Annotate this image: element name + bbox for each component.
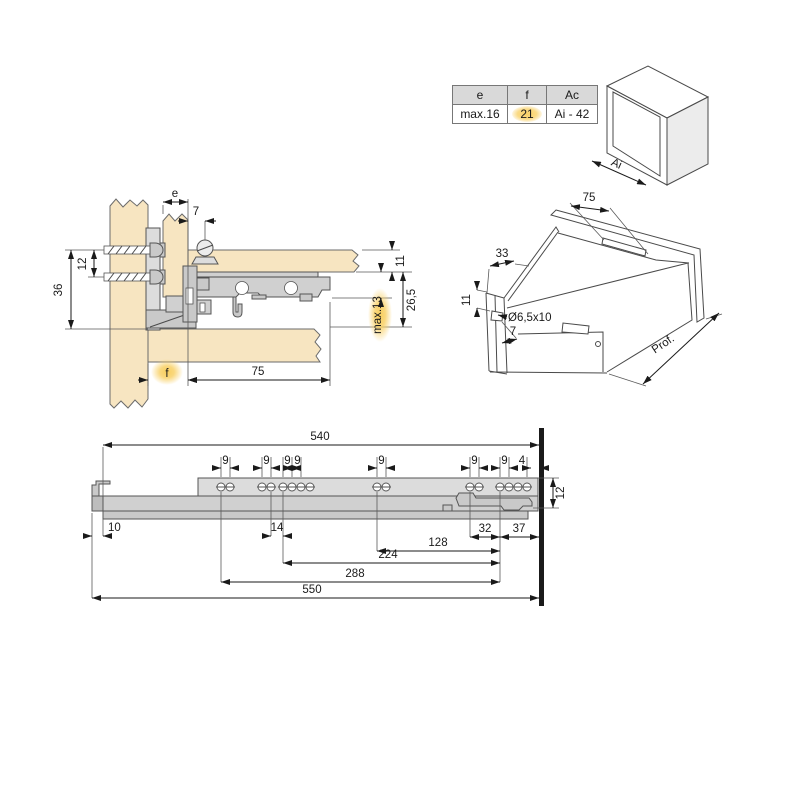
dim-32: 32 bbox=[479, 523, 492, 535]
spec-value-e: max.16 bbox=[452, 104, 508, 124]
highlight-max13 bbox=[368, 288, 392, 342]
dim-f: f bbox=[165, 368, 169, 380]
dim-37: 37 bbox=[513, 523, 526, 535]
cross-section-dimensions: e 7 12 36 11 26,5 max.13 f 75 bbox=[53, 188, 418, 383]
dim-9: 9 bbox=[294, 455, 300, 467]
highlight-21: 21 bbox=[512, 106, 542, 122]
cross-section-view: e 7 12 36 11 26,5 max.13 f 75 bbox=[53, 188, 418, 409]
dim-4: 4 bbox=[519, 455, 526, 467]
dim-11: 11 bbox=[395, 255, 407, 267]
drawer-isometric-view: 75 33 Ø6,5x10 7 11 Prof. bbox=[461, 192, 723, 387]
latch-block bbox=[196, 277, 210, 291]
back-panel-notch bbox=[601, 237, 647, 257]
cabinet-bottom-shelf bbox=[147, 328, 322, 363]
dim-7: 7 bbox=[193, 206, 199, 218]
dim-12: 12 bbox=[77, 258, 89, 271]
spec-header-e: e bbox=[452, 85, 508, 105]
spec-table: e f Ac max.16 21 Ai - 42 bbox=[452, 85, 598, 124]
spec-header-ac: Ac bbox=[546, 85, 598, 105]
dim-slot: Ø6,5x10 bbox=[508, 312, 551, 324]
cube-opening bbox=[612, 91, 661, 177]
dim-128: 128 bbox=[428, 537, 447, 549]
spec-table-header-row: e f Ac bbox=[452, 85, 598, 105]
front-hook bbox=[91, 480, 111, 497]
dim-11-drawer: 11 bbox=[461, 294, 473, 306]
slide-tab bbox=[251, 294, 267, 300]
dim-9: 9 bbox=[222, 455, 228, 467]
dim-7-drawer: 7 bbox=[510, 326, 516, 338]
mounting-holes bbox=[216, 482, 532, 492]
lower-profile bbox=[102, 510, 529, 520]
cabinet-cube-view: Ai bbox=[591, 65, 710, 186]
slide-side-view: 540 9 9 9 9 9 9 9 4 12 bbox=[83, 428, 567, 606]
drawer-back-panel bbox=[550, 209, 705, 323]
dim-540: 540 bbox=[310, 431, 329, 443]
dim-ai: Ai bbox=[609, 157, 623, 172]
cabinet-side-panel bbox=[109, 198, 149, 409]
rear-hook bbox=[232, 296, 243, 318]
spec-header-f: f bbox=[507, 85, 547, 105]
dim-max13: max.13 bbox=[372, 296, 384, 334]
roller bbox=[284, 281, 298, 295]
dim-224: 224 bbox=[378, 549, 398, 561]
bottom-rail-notch bbox=[561, 322, 590, 335]
dim-36: 36 bbox=[53, 284, 65, 297]
dim-9: 9 bbox=[501, 455, 507, 467]
dim-75-drawer: 75 bbox=[583, 192, 596, 204]
dim-26-5: 26,5 bbox=[406, 289, 418, 311]
rail-hole bbox=[595, 341, 601, 347]
dim-depth: Prof. bbox=[650, 333, 677, 357]
highlight-f bbox=[151, 359, 183, 385]
dim-75: 75 bbox=[252, 366, 265, 378]
dim-e: e bbox=[172, 188, 178, 200]
dim-14: 14 bbox=[271, 522, 284, 534]
spec-value-f: 21 bbox=[507, 104, 547, 124]
dim-288: 288 bbox=[345, 568, 364, 580]
slide-bottom-dimensions: 10 14 32 37 128 224 288 550 bbox=[83, 522, 539, 601]
drawer-rail bbox=[197, 477, 539, 497]
dim-12-slide: 12 bbox=[555, 487, 567, 500]
dim-9: 9 bbox=[378, 455, 384, 467]
front-fixing-pin bbox=[191, 239, 219, 265]
dim-9: 9 bbox=[471, 455, 477, 467]
dim-9: 9 bbox=[284, 455, 290, 467]
cabinet-front-plane bbox=[539, 428, 544, 606]
drawer-side-front-edge bbox=[485, 292, 508, 375]
slide-tab bbox=[299, 293, 313, 302]
screw bbox=[103, 242, 164, 258]
dim-9: 9 bbox=[263, 455, 269, 467]
spec-table-value-row: max.16 21 Ai - 42 bbox=[452, 104, 598, 124]
cross-section-extension-lines bbox=[65, 199, 412, 386]
dim-550: 550 bbox=[302, 584, 321, 596]
cube-front-face bbox=[606, 85, 668, 186]
spec-value-ac: Ai - 42 bbox=[546, 104, 598, 124]
dim-33: 33 bbox=[496, 248, 509, 260]
slide-top-dimensions: 540 9 9 9 9 9 9 9 4 12 bbox=[103, 431, 567, 508]
dim-10: 10 bbox=[108, 522, 121, 534]
roller bbox=[235, 281, 249, 295]
latch-detail bbox=[442, 504, 453, 512]
release-lever bbox=[455, 492, 533, 511]
rail-end-block bbox=[91, 495, 104, 512]
slide-mechanism-body bbox=[189, 271, 331, 298]
